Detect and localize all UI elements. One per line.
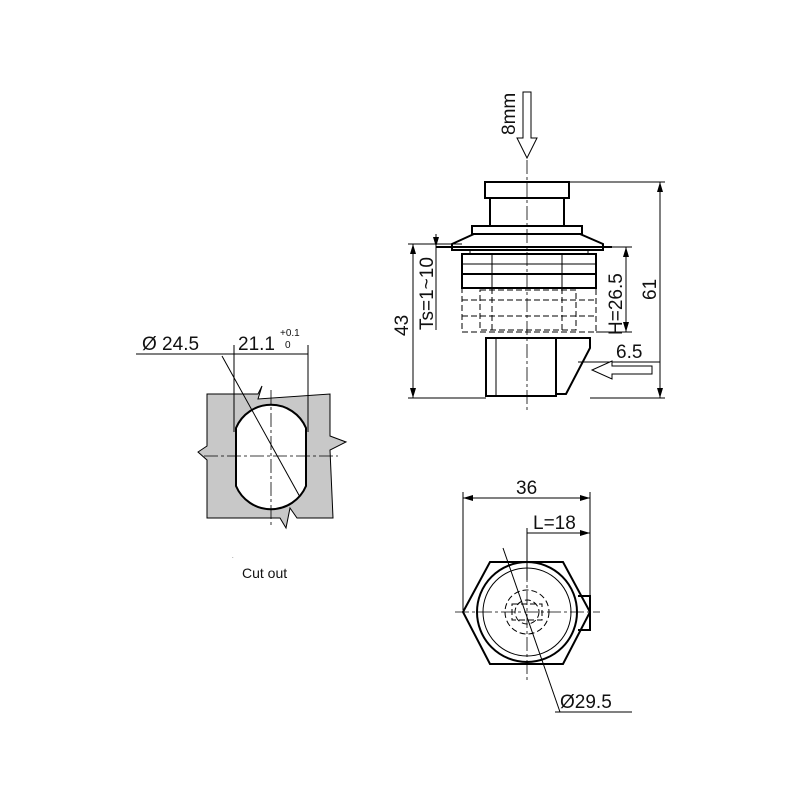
diameter-leader [502, 547, 561, 713]
diameter-label: Ø29.5 [560, 692, 612, 713]
latch-protrusion [578, 595, 591, 631]
thickness-label: Ts=1~10 [417, 257, 438, 330]
cutout-caption: Cut out [242, 565, 287, 581]
cutout-tolerance-upper: +0.1 [280, 328, 300, 339]
offset-arrow [590, 360, 653, 380]
cutout-diameter-label: Ø 24.5 [142, 334, 199, 355]
height-43-label: 43 [392, 315, 413, 336]
offset-label: 6.5 [616, 342, 642, 363]
flange [451, 233, 604, 251]
cutout-width-label: 21.1 [238, 334, 275, 355]
width-36-label: 36 [516, 478, 537, 499]
latch-tongue [555, 337, 591, 395]
svg-text:.: . [232, 554, 234, 560]
top-view: 36 L=18 Ø29.5 [455, 478, 632, 713]
cutout-diameter-leader [221, 355, 301, 498]
side-view: 8mm 43 [392, 91, 665, 410]
push-travel-label: 8mm [499, 93, 520, 135]
height-h-label: H=26.5 [606, 273, 627, 335]
threaded-body-hidden [461, 287, 597, 333]
cutout-tolerance-lower: 0 [285, 340, 291, 351]
length-label: L=18 [533, 513, 576, 534]
cutout-opening [235, 403, 307, 511]
height-61-label: 61 [640, 279, 661, 300]
push-arrow [516, 91, 538, 160]
cutout-view: Ø 24.5 21.1 +0.1 0 Cut out [136, 328, 348, 581]
